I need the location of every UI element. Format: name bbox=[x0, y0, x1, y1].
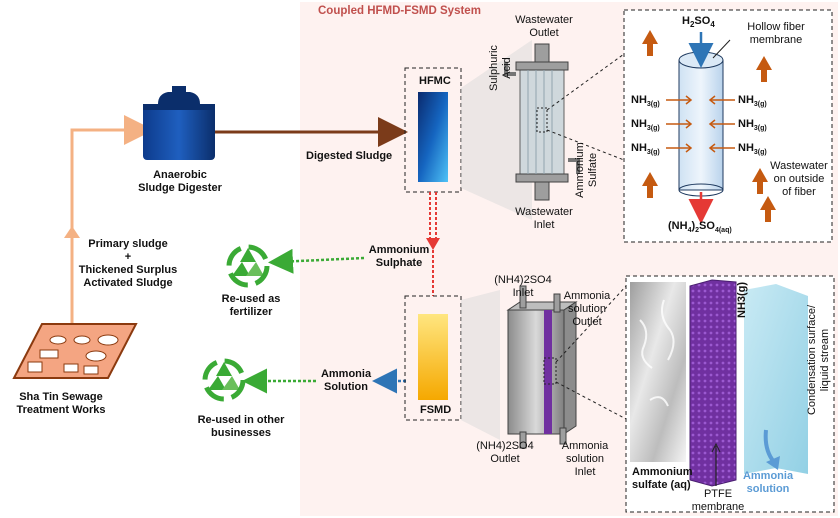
ammonia-solution-blue-label: Ammonia solution bbox=[742, 470, 794, 495]
fsmd-module bbox=[418, 314, 448, 400]
fsmd-box bbox=[404, 295, 462, 421]
hollow-fiber-label: Hollow fiber membrane bbox=[747, 21, 805, 46]
green-arrow-fertilizer bbox=[268, 248, 365, 274]
digester-label: Anaerobic Sludge Digester bbox=[138, 169, 222, 194]
ammonia-solution-outlet-label: Ammonia solution Outlet bbox=[563, 290, 611, 328]
digested-sludge-label: Digested Sludge bbox=[306, 150, 393, 162]
wastewater-inlet-label: Wastewater Inlet bbox=[515, 206, 573, 231]
feed-line bbox=[70, 115, 154, 328]
hfmc-box bbox=[404, 67, 462, 193]
reused-fertilizer-label: Re-used as fertilizer bbox=[221, 293, 281, 318]
recycle-business-icon bbox=[202, 358, 246, 402]
ptfe-pointer-head bbox=[711, 442, 721, 453]
ammonium-sulfate-photo bbox=[630, 282, 686, 462]
hfmc-cylinder-icon bbox=[504, 43, 580, 201]
hfmc-label: HFMC bbox=[419, 75, 451, 87]
nh3-left-3: NH3(g) bbox=[631, 142, 660, 157]
ammonium-sulphate-label: Ammonium Sulphate bbox=[368, 244, 430, 269]
fsmd-plate-icon bbox=[506, 285, 578, 449]
treatment-works-icon bbox=[12, 323, 138, 379]
feed-up-arrow bbox=[64, 226, 80, 238]
fsmd-label: FSMD bbox=[420, 404, 452, 416]
hfmc-zoom-cone bbox=[461, 40, 532, 220]
nh3-transfer-arrows bbox=[666, 95, 735, 153]
nh3-right-1: NH3(g) bbox=[738, 94, 767, 109]
nh3g-vertical-label: NH3(g) bbox=[736, 281, 748, 318]
hfmc-module bbox=[418, 92, 448, 182]
ptfe-membrane-icon bbox=[689, 279, 737, 487]
nh42so4-inlet-label: (NH4)2SO4 Inlet bbox=[494, 274, 552, 299]
fsmd-zoom-line-bottom bbox=[555, 381, 629, 421]
nh3-left-2: NH3(g) bbox=[631, 118, 660, 133]
nh3-left-1: NH3(g) bbox=[631, 94, 660, 109]
condensation-surface-label: Condensation surface/ liquid stream bbox=[806, 304, 831, 416]
digester-tank-icon bbox=[143, 86, 215, 160]
ammonia-solution-inlet-label: Ammonia solution Inlet bbox=[561, 440, 609, 478]
h2so4-label: H2SO4 bbox=[682, 15, 715, 30]
ptfe-membrane-label: PTFE membrane bbox=[691, 488, 745, 513]
nh3-right-2: NH3(g) bbox=[738, 118, 767, 133]
ammonium-sulfate-aq-label: Ammonium sulfate (aq) bbox=[632, 466, 693, 491]
nh3-right-3: NH3(g) bbox=[738, 142, 767, 157]
recycle-fertilizer-icon bbox=[226, 244, 270, 288]
wastewater-outside-label: Wastewater on outside of fiber bbox=[770, 160, 828, 198]
ammonium-sulfate-product-label: (NH4)2SO4(aq) bbox=[668, 220, 732, 235]
primary-sludge-label: Primary sludge + Thickened Surplus Activ… bbox=[78, 238, 178, 289]
updraft-arrows bbox=[642, 30, 776, 222]
hollow-fiber-pointer bbox=[712, 39, 731, 59]
reused-business-label: Re-used in other businesses bbox=[197, 414, 285, 439]
hollow-fiber-box bbox=[623, 9, 833, 243]
wastewater-outlet-label: Wastewater Outlet bbox=[515, 14, 573, 39]
ammonia-flow-arrowhead bbox=[766, 456, 780, 470]
ammonium-sulfate-vertical-label: Ammonium Sulfate bbox=[574, 142, 599, 198]
red-down-arrowhead bbox=[426, 238, 440, 250]
treatment-works-label: Sha Tin Sewage Treatment Works bbox=[16, 391, 106, 416]
nh42so4-outlet-label: (NH4)2SO4 Outlet bbox=[476, 440, 534, 465]
system-title: Coupled HFMD-FSMD System bbox=[318, 5, 481, 17]
zoom-line-top bbox=[546, 53, 625, 111]
fsmd-zoom-cone bbox=[461, 290, 500, 440]
sulphuric-acid-label: Sulphuric Acid bbox=[488, 45, 513, 91]
zoom-line-bottom bbox=[546, 129, 625, 161]
photo-bubbles bbox=[639, 299, 675, 407]
ammonia-solution-label: Ammonia Solution bbox=[320, 368, 372, 393]
condensation-surface-icon bbox=[744, 284, 808, 474]
